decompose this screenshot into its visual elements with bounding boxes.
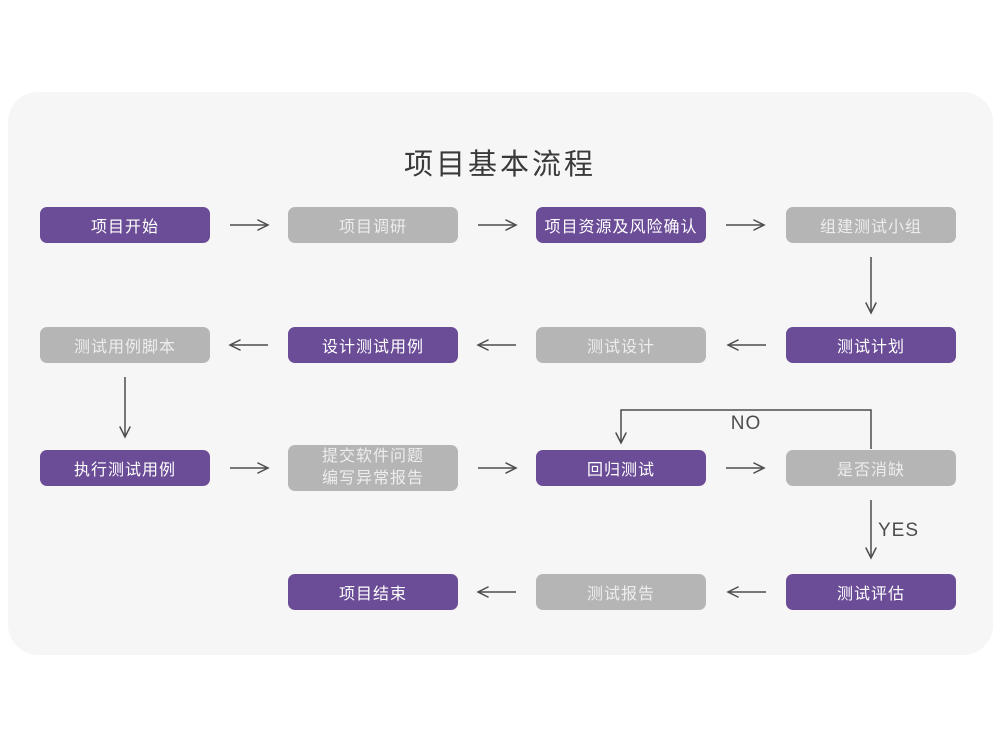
node-design-test-cases: 设计测试用例 [288, 327, 458, 363]
node-resources-risk: 项目资源及风险确认 [536, 207, 706, 243]
flowchart-card [8, 92, 993, 655]
diagram-title: 项目基本流程 [403, 149, 596, 181]
node-project-start: 项目开始 [40, 207, 210, 243]
node-test-evaluation: 测试评估 [786, 574, 956, 610]
node-project-end: 项目结束 [288, 574, 458, 610]
node-build-test-team: 组建测试小组 [786, 207, 956, 243]
node-regression-test: 回归测试 [536, 450, 706, 486]
node-test-report: 测试报告 [536, 574, 706, 610]
node-test-case-script: 测试用例脚本 [40, 327, 210, 363]
node-project-research: 项目调研 [288, 207, 458, 243]
edge-label-yes: YES [878, 520, 920, 541]
node-test-plan: 测试计划 [786, 327, 956, 363]
node-defect-cleared: 是否消缺 [786, 450, 956, 486]
edge-label-no: NO [730, 413, 762, 434]
node-test-design: 测试设计 [536, 327, 706, 363]
node-execute-test-cases: 执行测试用例 [40, 450, 210, 486]
node-submit-issues-report: 提交软件问题 编写异常报告 [288, 445, 458, 491]
